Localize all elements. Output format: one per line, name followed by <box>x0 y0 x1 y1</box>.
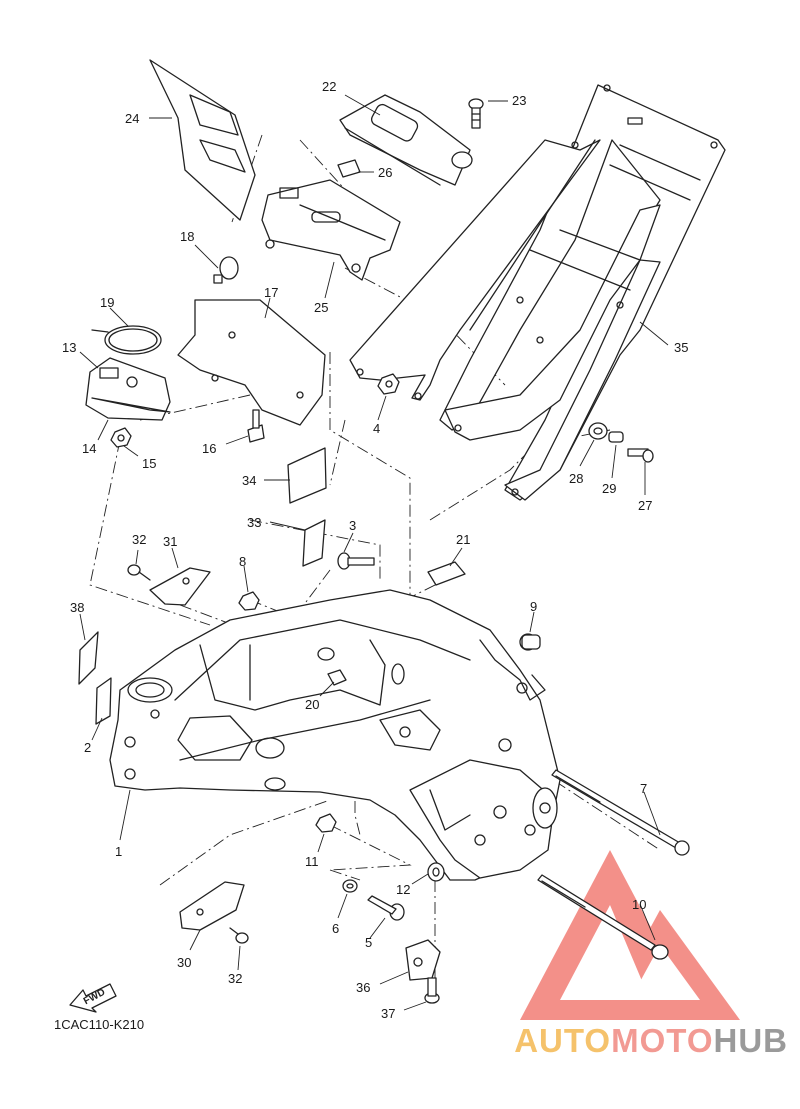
part-38-label <box>78 631 99 685</box>
part-24-sheet <box>149 59 256 221</box>
callout-33: 33 <box>247 515 261 530</box>
callout-5: 5 <box>365 935 372 950</box>
callout-37: 37 <box>381 1006 395 1021</box>
callout-16: 16 <box>202 441 216 456</box>
callout-8: 8 <box>239 554 246 569</box>
callout-25: 25 <box>314 300 328 315</box>
part-13-14-light <box>85 357 171 421</box>
part-8-nut <box>238 591 260 611</box>
callout-7: 7 <box>640 781 647 796</box>
callout-34: 34 <box>242 473 256 488</box>
part-21-block <box>427 561 466 586</box>
part-36-bracket <box>405 939 441 981</box>
part-11-nut <box>315 813 337 833</box>
part-19-oring <box>91 325 162 355</box>
watermark-logo <box>520 850 740 1020</box>
callout-24: 24 <box>125 111 139 126</box>
part-28-collar <box>588 422 608 440</box>
part-25-bracket <box>261 179 401 281</box>
watermark-brand: AUTOMOTOHUB <box>514 1022 788 1060</box>
callout-26: 26 <box>378 165 392 180</box>
assembly-lines <box>89 134 661 1000</box>
callout-10: 10 <box>632 897 646 912</box>
callout-14: 14 <box>82 441 96 456</box>
part-29-spacer <box>608 431 624 443</box>
brand-part-moto: MOTO <box>611 1022 714 1059</box>
callout-31: 31 <box>163 534 177 549</box>
callout-27: 27 <box>638 498 652 513</box>
part-30-gusset <box>179 881 245 931</box>
callout-4: 4 <box>373 421 380 436</box>
part-5-bolt <box>367 895 405 921</box>
callout-15: 15 <box>142 456 156 471</box>
callout-12: 12 <box>396 882 410 897</box>
callout-20: 20 <box>305 697 319 712</box>
callout-13: 13 <box>62 340 76 355</box>
part-6-washer <box>342 879 358 893</box>
part-17-cover <box>177 299 326 426</box>
callout-6: 6 <box>332 921 339 936</box>
part-12-collar <box>427 862 445 882</box>
callout-32b: 32 <box>228 971 242 986</box>
callout-2: 2 <box>84 740 91 755</box>
part-16-bolt <box>247 409 265 443</box>
callout-3: 3 <box>349 518 356 533</box>
part-37-bolt <box>424 977 440 1004</box>
part-7-bolt <box>551 769 690 856</box>
part-20-nut <box>327 669 347 686</box>
part-32b-screw <box>229 927 249 944</box>
part-2-label <box>95 677 112 725</box>
callout-11: 11 <box>305 854 319 869</box>
callout-38: 38 <box>70 600 84 615</box>
part-32a-screw <box>127 564 151 581</box>
part-22-bracket <box>339 94 473 186</box>
brand-part-auto: AUTO <box>514 1022 612 1059</box>
diagram-code: 1CAC110-K210 <box>54 1017 145 1032</box>
callout-28: 28 <box>569 471 583 486</box>
part-26-tape <box>337 159 361 178</box>
callout-18: 18 <box>180 229 194 244</box>
part-1-main-frame <box>109 589 561 881</box>
callout-17: 17 <box>264 285 278 300</box>
callout-21: 21 <box>456 532 470 547</box>
part-15-nut <box>110 427 132 448</box>
part-9-bush <box>519 633 541 651</box>
callout-23: 23 <box>512 93 526 108</box>
brand-part-hub: HUB <box>713 1022 788 1059</box>
part-34-label <box>287 447 327 504</box>
part-23-screw <box>468 98 484 129</box>
fwd-arrow-icon: FWD <box>69 983 117 1013</box>
callout-1: 1 <box>115 844 122 859</box>
callout-29: 29 <box>602 481 616 496</box>
leader-lines <box>79 94 669 1011</box>
callout-numbers: 1 2 3 4 5 6 7 8 9 10 11 12 13 14 15 16 1… <box>62 79 688 1021</box>
callout-32a: 32 <box>132 532 146 547</box>
callout-30: 30 <box>177 955 191 970</box>
part-35-subframe <box>349 84 726 501</box>
part-4-nut <box>377 373 400 395</box>
callout-9: 9 <box>530 599 537 614</box>
callout-22: 22 <box>322 79 336 94</box>
part-18-clamp <box>213 256 239 284</box>
callout-36: 36 <box>356 980 370 995</box>
part-27-bolt <box>627 448 654 463</box>
part-31-gusset <box>149 567 211 606</box>
callout-19: 19 <box>100 295 114 310</box>
part-10-bolt <box>537 874 669 960</box>
part-3-bolt <box>337 552 375 570</box>
part-33-label <box>302 519 326 567</box>
callout-35: 35 <box>674 340 688 355</box>
